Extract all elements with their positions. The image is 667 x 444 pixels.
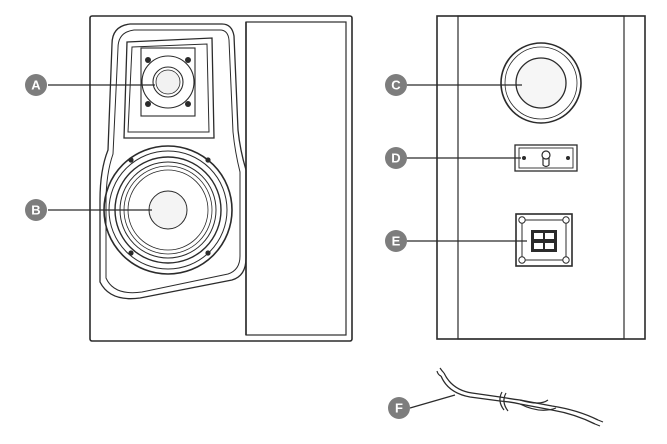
front-speaker-view <box>89 15 353 342</box>
tweeter-screw <box>145 57 151 63</box>
callout-d-label: D <box>391 151 400 166</box>
callout-b-badge: B <box>25 199 47 221</box>
callout-a-badge: A <box>25 74 47 96</box>
callout-d-badge: D <box>385 147 407 169</box>
callout-b-label: B <box>31 203 40 218</box>
front-baffle <box>99 23 247 300</box>
woofer-screw <box>128 250 134 256</box>
tweeter <box>123 37 215 139</box>
callout-c-badge: C <box>385 74 407 96</box>
callout-c-label: C <box>391 78 401 93</box>
callout-f-badge: F <box>388 397 410 419</box>
back-speaker-view <box>436 15 646 340</box>
front-cabinet-side-panel <box>245 21 347 336</box>
woofer-screw <box>128 157 134 163</box>
speaker-cable <box>436 367 604 427</box>
bass-port <box>500 42 582 124</box>
woofer-screw <box>205 250 211 256</box>
callout-a-label: A <box>31 78 41 93</box>
tweeter-screw <box>185 101 191 107</box>
callout-f-label: F <box>395 401 403 416</box>
woofer-screw <box>205 157 211 163</box>
wall-mount-bracket <box>514 144 578 172</box>
callout-e-badge: E <box>385 230 407 252</box>
speaker-terminals <box>515 213 573 267</box>
callout-e-label: E <box>392 234 401 249</box>
back-cabinet-panel <box>457 15 625 340</box>
front-cabinet <box>89 15 353 342</box>
tweeter-screw <box>145 101 151 107</box>
tweeter-screw <box>185 57 191 63</box>
